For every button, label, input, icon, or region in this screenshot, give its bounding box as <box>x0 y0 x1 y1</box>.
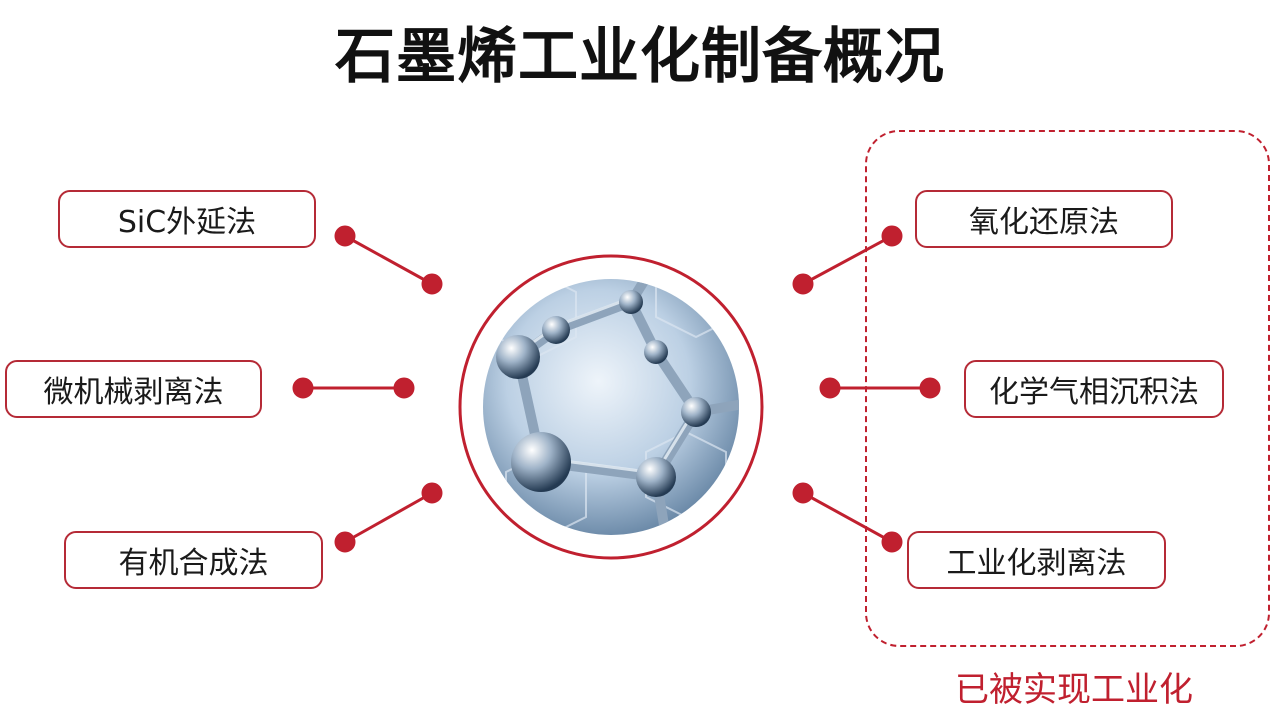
method-organic-synthesis: 有机合成法 <box>64 531 323 589</box>
connector-line-redox <box>802 234 893 286</box>
connector-line-sic <box>344 234 433 286</box>
connector-dot <box>421 273 443 295</box>
connector-dot <box>334 531 356 553</box>
connector-dot <box>881 531 903 553</box>
connector-dot <box>292 377 314 399</box>
connector-dot <box>819 377 841 399</box>
connector-dot <box>881 225 903 247</box>
page-title: 石墨烯工业化制备概况 <box>335 22 945 92</box>
connector-line-industrial <box>802 491 893 544</box>
connector-line-organic <box>344 491 433 544</box>
method-industrial-exfoliation: 工业化剥离法 <box>907 531 1166 589</box>
connector-dot <box>919 377 941 399</box>
method-redox: 氧化还原法 <box>915 190 1173 248</box>
connector-dot <box>792 482 814 504</box>
method-sic-epitaxy: SiC外延法 <box>58 190 316 248</box>
connector-dot <box>792 273 814 295</box>
connector-dot <box>393 377 415 399</box>
industrialized-caption: 已被实现工业化 <box>955 670 1193 710</box>
method-micromechanical-exfoliation: 微机械剥离法 <box>5 360 262 418</box>
graphene-molecule-icon <box>458 254 764 560</box>
connector-dot <box>334 225 356 247</box>
method-cvd: 化学气相沉积法 <box>964 360 1224 418</box>
connector-dot <box>421 482 443 504</box>
